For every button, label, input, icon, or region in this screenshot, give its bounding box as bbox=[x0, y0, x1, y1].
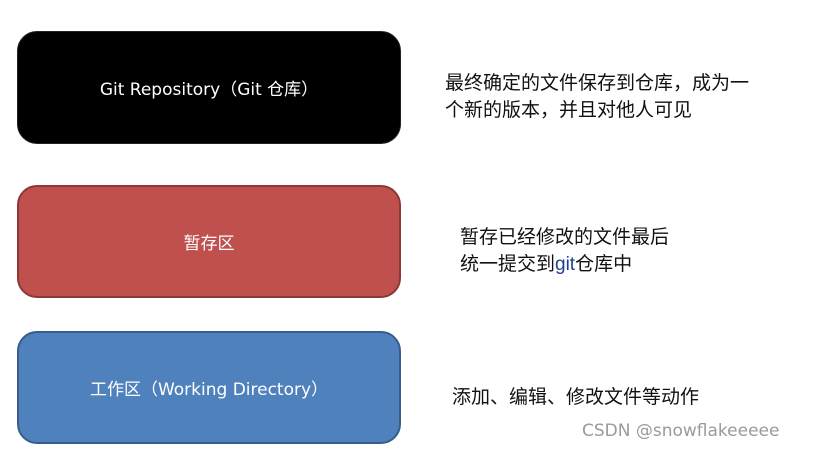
git-repository-description: 最终确定的文件保存到仓库，成为一 个新的版本，并且对他人可见 bbox=[445, 70, 749, 124]
git-repository-box: Git Repository（Git 仓库） bbox=[17, 31, 401, 144]
description-line: 个新的版本，并且对他人可见 bbox=[445, 99, 693, 121]
git-word: git bbox=[555, 254, 576, 275]
description-line: 添加、编辑、修改文件等动作 bbox=[452, 386, 700, 408]
working-directory-description: 添加、编辑、修改文件等动作 bbox=[452, 384, 699, 411]
description-line: 统一提交到git仓库中 bbox=[460, 251, 669, 278]
staging-area-box: 暂存区 bbox=[17, 185, 401, 298]
description-text: 仓库中 bbox=[575, 253, 633, 275]
description-text: 统一提交到 bbox=[460, 253, 556, 275]
description-line: 暂存已经修改的文件最后 bbox=[460, 226, 670, 248]
working-directory-box: 工作区（Working Directory） bbox=[17, 331, 401, 444]
staging-area-description: 暂存已经修改的文件最后 统一提交到git仓库中 bbox=[460, 224, 669, 278]
staging-area-label: 暂存区 bbox=[183, 234, 235, 254]
description-line: 最终确定的文件保存到仓库，成为一 bbox=[445, 72, 750, 94]
git-repository-label: Git Repository（Git 仓库） bbox=[99, 80, 319, 100]
watermark: CSDN @snowflakeeeee bbox=[582, 421, 780, 441]
working-directory-label: 工作区（Working Directory） bbox=[89, 380, 329, 400]
